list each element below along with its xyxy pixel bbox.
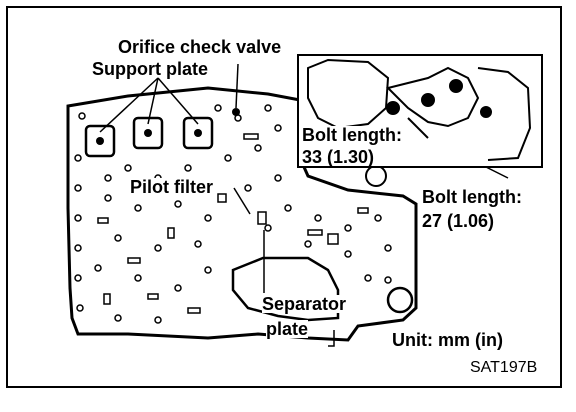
- bolt-length-label-1-title: Bolt length:: [302, 125, 402, 145]
- support-plate-bosses: [84, 116, 214, 158]
- bolt-length-label-2-title: Bolt length:: [422, 187, 522, 207]
- orifice-check-valve-mark: [232, 108, 240, 116]
- valve-body-drawing: [66, 54, 543, 347]
- support-plate-label: Support plate: [92, 59, 208, 79]
- figure-frame: Orifice check valve Support plate Pilot …: [6, 6, 562, 388]
- unit-label: Unit: mm (in): [392, 330, 503, 350]
- inset-detail-drawing: [307, 58, 532, 161]
- orifice-check-valve-label: Orifice check valve: [118, 37, 282, 57]
- separator-plate-label-line1: Separator: [262, 294, 347, 314]
- bolt-length-label-2-value: 27 (1.06): [422, 211, 495, 231]
- pilot-filter-label: Pilot filter: [130, 177, 214, 197]
- figure-code: SAT197B: [470, 359, 538, 376]
- corner-boss: [386, 286, 414, 314]
- separator-plate-label-line2: plate: [266, 319, 309, 339]
- bolt-length-label-1-value: 33 (1.30): [302, 147, 375, 167]
- valve-body-slots: [97, 133, 369, 314]
